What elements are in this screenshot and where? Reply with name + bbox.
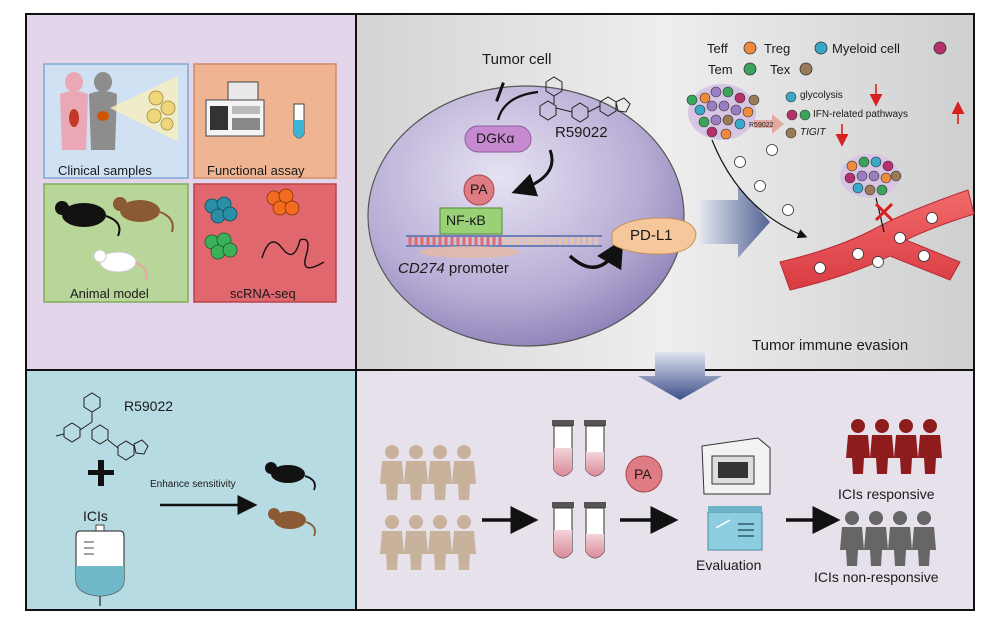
label-promoter: CD274 promoter (398, 261, 509, 276)
tile-clinical-samples (43, 63, 189, 179)
marker-dots (785, 91, 811, 139)
promoter-gene: CD274 (398, 260, 445, 277)
label-dgka: DGKα (476, 130, 515, 146)
label-clinical-samples: Clinical samples (58, 163, 152, 178)
label-glycolysis: glycolysis (800, 90, 843, 101)
label-scrna-seq: scRNA-seq (230, 286, 296, 301)
label-pa-workflow: PA (634, 466, 652, 482)
legend-treg: Treg (764, 41, 791, 56)
label-animal-model: Animal model (70, 286, 149, 301)
arrow-dgka-pa (511, 149, 554, 197)
label-ifn-pathways: IFN-related pathways (813, 109, 909, 120)
iv-bag (75, 524, 125, 606)
label-icis-responsive: ICIs responsive (838, 486, 935, 502)
label-r59022-small: R59022 (749, 122, 774, 129)
arrow-to-evasion (700, 186, 770, 258)
plus-v (98, 460, 104, 486)
dgka-node (464, 125, 532, 153)
label-functional-assay: Functional assay (207, 163, 305, 178)
label-evaluation: Evaluation (696, 557, 762, 573)
legend-tex: Tex (770, 62, 791, 77)
small-arrow-r59022 (754, 114, 784, 134)
legend-myeloid: Myeloid cell (832, 41, 900, 56)
arrow-down (638, 352, 722, 400)
label-tigit: TIGIT (800, 127, 826, 138)
drug-structure-left (55, 392, 149, 461)
label-icis: ICIs (83, 508, 108, 524)
pdl1-node (611, 217, 697, 255)
legend-dots (743, 41, 947, 76)
tumor-cell (367, 85, 685, 347)
inhibition-bar (495, 82, 505, 102)
tile-animal-model (43, 183, 189, 303)
migration-path (711, 139, 808, 239)
blood-vessel (779, 189, 975, 291)
therapy-mice (265, 462, 316, 537)
blood-tubes (552, 420, 606, 559)
tile-scrna-seq (193, 183, 337, 303)
label-icis-nonresponsive: ICIs non-responsive (814, 569, 939, 585)
pa-node (463, 174, 495, 206)
evaluation-box (707, 506, 763, 551)
label-tumor-cell: Tumor cell (482, 51, 552, 68)
promoter-word: promoter (448, 260, 509, 277)
arrow-to-pdl1 (568, 238, 624, 271)
label-pa: PA (470, 181, 488, 197)
legend-teff: Teff (707, 41, 728, 56)
label-r59022-top: R59022 (555, 124, 608, 141)
inhibition-line (496, 90, 539, 121)
tile-functional-assay (193, 63, 337, 179)
nfkb-node (439, 207, 503, 235)
label-tumor-immune-evasion: Tumor immune evasion (752, 337, 909, 354)
label-pdl1: PD-L1 (630, 227, 673, 244)
dna-strand (406, 235, 602, 258)
tumor-cluster-large (686, 84, 760, 140)
block-x-mark (874, 202, 894, 222)
analyzer-machine (701, 437, 771, 495)
legend-tem: Tem (708, 62, 733, 77)
drug-structure-top (539, 76, 631, 123)
label-r59022-therapy: R59022 (124, 398, 174, 414)
label-nfkb: NF-κB (446, 212, 486, 228)
tumor-cluster-small (840, 154, 902, 198)
pa-workflow-node (625, 455, 663, 493)
label-enhance-sensitivity: Enhance sensitivity (150, 479, 236, 490)
